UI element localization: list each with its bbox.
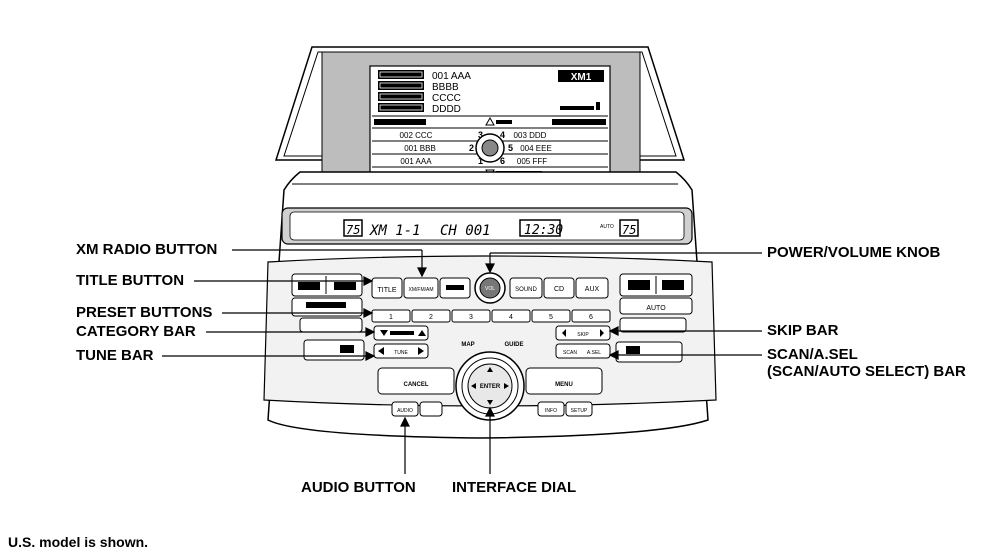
preset-row-number: 1 <box>478 156 483 166</box>
preset-number: 5 <box>549 314 553 321</box>
auto-button-label: AUTO <box>646 305 666 312</box>
cancel-button-label: CANCEL <box>404 382 429 388</box>
xm-radio-button[interactable] <box>403 277 439 299</box>
voice-button[interactable] <box>419 401 443 417</box>
skip-bar[interactable] <box>555 325 611 341</box>
callout-category-bar: CATEGORY BAR <box>76 323 196 340</box>
title-button[interactable] <box>371 277 403 299</box>
aux-button-label: AUX <box>585 286 600 293</box>
preset-button-6[interactable] <box>571 309 611 323</box>
screen-channel-text: 001 AAA <box>432 71 471 82</box>
cd-button[interactable] <box>543 277 575 299</box>
preset-number: 6 <box>589 314 593 321</box>
audio-button-label: AUDIO <box>397 408 413 414</box>
menu-button-label: MENU <box>555 382 573 388</box>
xm-badge <box>558 70 604 82</box>
menu-button[interactable] <box>525 367 603 395</box>
guide-label: GUIDE <box>504 342 523 348</box>
asel-label: A.SEL <box>587 350 601 356</box>
preset-row-left: 002 CCC <box>400 131 433 140</box>
screen-title-text: DDDD <box>432 104 461 115</box>
left-climate-controls <box>291 273 365 361</box>
xm-button-label: XM/FM/AM <box>409 287 434 293</box>
title-button-label: TITLE <box>377 287 396 294</box>
preset-row-number: 2 <box>469 143 474 153</box>
preset-row-number: 5 <box>508 143 513 153</box>
callout-tune-bar: TUNE BAR <box>76 347 154 364</box>
preset-row-left: 001 BBB <box>404 144 436 153</box>
aux-button[interactable] <box>575 277 609 299</box>
callout-power-volume-knob: POWER/VOLUME KNOB <box>767 244 941 261</box>
setup-button-label: SETUP <box>571 408 588 414</box>
audio-top-row: TITLE XM/FM/AM VOL SOUND CD AUX <box>371 272 609 304</box>
footnote: U.S. model is shown. <box>8 534 149 550</box>
lcd-clock: 12:30 <box>524 223 563 238</box>
screen-name-text: CCCC <box>432 93 461 104</box>
map-label: MAP <box>461 342 474 348</box>
preset-number: 4 <box>509 314 513 321</box>
lcd-channel: CH 001 <box>440 223 491 239</box>
preset-button-1[interactable] <box>371 309 411 323</box>
callout-title-button: TITLE BUTTON <box>76 272 185 289</box>
preset-number: 2 <box>429 314 433 321</box>
preset-row-right: 003 DDD <box>514 131 547 140</box>
bottom-small-buttons: AUDIO INFO SETUP <box>391 401 593 417</box>
preset-button-5[interactable] <box>531 309 571 323</box>
scan-label: SCAN <box>563 350 577 356</box>
callout-scan-asel-bar-subtitle: (SCAN/AUTO SELECT) BAR <box>767 363 966 380</box>
right-rocker-bars: SKIP SCAN A.SEL <box>555 325 611 359</box>
callout-xm-radio-button: XM RADIO BUTTON <box>76 241 218 258</box>
scan-asel-bar[interactable] <box>555 343 611 359</box>
interface-dial[interactable]: ENTER <box>455 351 525 421</box>
callout-interface-dial: INTERFACE DIAL <box>452 479 577 496</box>
preset-button-3[interactable] <box>451 309 491 323</box>
preset-row-right: 005 FFF <box>517 157 547 166</box>
preset-row-left: 001 AAA <box>400 157 432 166</box>
info-button[interactable] <box>537 401 565 417</box>
sound-button[interactable] <box>509 277 543 299</box>
audio-button[interactable] <box>391 401 419 417</box>
preset-row-right: 004 EEE <box>520 144 552 153</box>
preset-number: 1 <box>389 314 393 321</box>
lcd-band: XM 1-1 <box>369 223 421 239</box>
callout-scan-asel-bar: SCAN/A.SEL <box>767 346 858 363</box>
lcd-temp-left: 75 <box>346 223 360 237</box>
preset-row-number: 6 <box>500 156 505 166</box>
lcd-auto: AUTO <box>600 224 614 230</box>
preset-button-2[interactable] <box>411 309 451 323</box>
right-climate-controls: AUTO <box>615 273 693 363</box>
leader-lines <box>162 249 762 474</box>
preset-number: 3 <box>469 314 473 321</box>
preset-button-4[interactable] <box>491 309 531 323</box>
left-rocker-bars: TUNE <box>373 325 429 359</box>
xm-badge-label: XM1 <box>571 72 592 83</box>
enter-label: ENTER <box>480 384 501 390</box>
tune-bar[interactable] <box>373 343 429 359</box>
callout-audio-button: AUDIO BUTTON <box>301 479 416 496</box>
callout-skip-bar: SKIP BAR <box>767 322 839 339</box>
cd-button-label: CD <box>554 286 564 293</box>
info-button-label: INFO <box>545 408 557 414</box>
tune-bar-label: TUNE <box>394 350 408 356</box>
setup-button[interactable] <box>565 401 593 417</box>
preset-row-number: 3 <box>478 130 483 140</box>
nav-screen: 001 AAA BBBB CCCC DDDD XM1 002 CCC 3 4 0… <box>372 70 608 177</box>
lcd-temp-right: 75 <box>622 223 636 237</box>
sound-button-label: SOUND <box>515 287 537 293</box>
vol-knob-label: VOL <box>485 286 495 292</box>
preset-row-number: 4 <box>500 130 505 140</box>
skip-bar-label: SKIP <box>577 332 589 338</box>
preset-buttons: 1 2 3 4 5 6 <box>371 309 611 323</box>
screen-category-text: BBBB <box>432 82 459 93</box>
cancel-menu-buttons: CANCEL MENU <box>377 367 603 395</box>
callout-preset-buttons: PRESET BUTTONS <box>76 304 213 321</box>
cancel-button[interactable] <box>377 367 455 395</box>
